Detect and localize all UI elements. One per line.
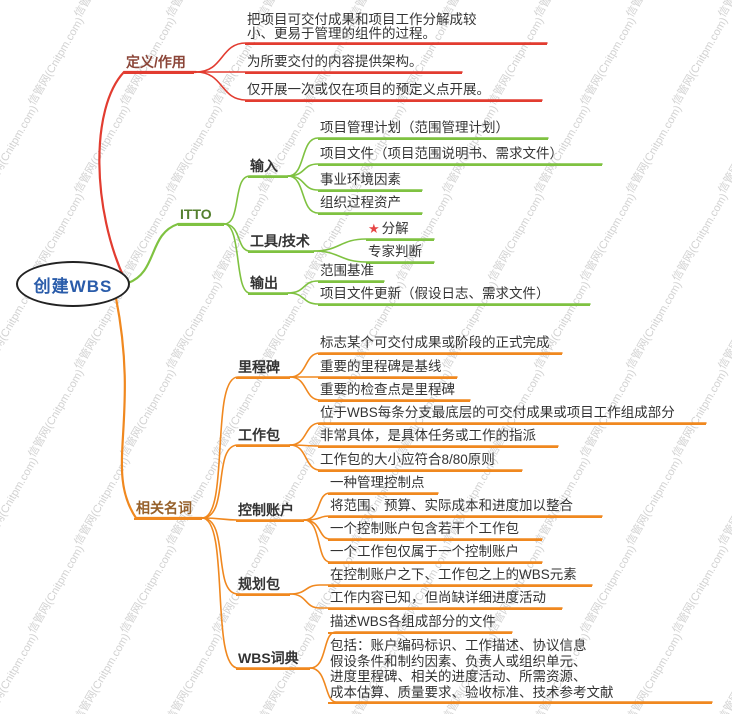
branch-definition[interactable]: 定义/作用 bbox=[124, 54, 194, 74]
term-control-account[interactable]: 控制账户 bbox=[236, 502, 304, 522]
output-item-0[interactable]: 范围基准 bbox=[318, 263, 384, 283]
term-work-package[interactable]: 工作包 bbox=[236, 427, 290, 447]
branch-itto-input[interactable]: 输入 bbox=[248, 158, 288, 178]
input-item-2[interactable]: 事业环境因素 bbox=[318, 172, 422, 192]
definition-item-1[interactable]: 为所要交付的内容提供架构。 bbox=[245, 54, 462, 74]
branch-itto-output[interactable]: 输出 bbox=[248, 275, 288, 295]
green-branch-lines bbox=[126, 137, 603, 305]
input-item-3[interactable]: 组织过程资产 bbox=[318, 195, 422, 215]
term-wbs-dictionary[interactable]: WBS词典 bbox=[236, 650, 310, 670]
wbs-dictionary-item-0[interactable]: 描述WBS各组成部分的文件 bbox=[328, 614, 512, 634]
input-item-1[interactable]: 项目文件（项目范围说明书、需求文件） bbox=[318, 146, 602, 166]
root-label: 创建WBS bbox=[33, 276, 113, 296]
input-item-0[interactable]: 项目管理计划（范围管理计划） bbox=[318, 120, 548, 140]
milestone-item-2[interactable]: 重要的检查点是里程碑 bbox=[318, 382, 470, 402]
planning-package-item-1[interactable]: 工作内容已知，但尚缺详细进度活动 bbox=[328, 590, 562, 610]
milestone-item-0[interactable]: 标志某个可交付成果或阶段的正式完成 bbox=[318, 335, 562, 355]
definition-item-0[interactable]: 把项目可交付成果和项目工作分解成较 小、更易于管理的组件的过程。 bbox=[245, 13, 547, 45]
branch-itto[interactable]: ITTO bbox=[178, 206, 224, 226]
control-account-item-1[interactable]: 将范围、预算、实际成本和进度加以整合 bbox=[328, 498, 602, 518]
control-account-item-2[interactable]: 一个控制账户包含若干个工作包 bbox=[328, 521, 542, 541]
tool-item-text: 分解 bbox=[381, 221, 409, 236]
branch-terms[interactable]: 相关名词 bbox=[134, 500, 202, 520]
control-account-item-0[interactable]: 一种管理控制点 bbox=[328, 475, 438, 495]
definition-item-2[interactable]: 仅开展一次或仅在项目的预定义点开展。 bbox=[245, 82, 542, 102]
branch-itto-tools[interactable]: 工具/技术 bbox=[248, 233, 314, 253]
tool-item-expert-judgment[interactable]: 专家判断 bbox=[366, 244, 434, 264]
work-package-item-1[interactable]: 非常具体，是具体任务或工作的指派 bbox=[318, 428, 558, 448]
planning-package-item-0[interactable]: 在控制账户之下、工作包之上的WBS元素 bbox=[328, 567, 592, 587]
work-package-item-2[interactable]: 工作包的大小应符合8/80原则 bbox=[318, 452, 522, 472]
tool-item-decomposition[interactable]: ★分解 bbox=[366, 221, 434, 241]
star-icon: ★ bbox=[368, 221, 380, 236]
root-node[interactable]: 创建WBS bbox=[16, 261, 130, 307]
red-branch-lines bbox=[98, 42, 548, 282]
term-milestone[interactable]: 里程碑 bbox=[236, 359, 290, 379]
output-item-1[interactable]: 项目文件更新（假设日志、需求文件） bbox=[318, 286, 590, 306]
control-account-item-3[interactable]: 一个工作包仅属于一个控制账户 bbox=[328, 544, 542, 564]
work-package-item-0[interactable]: 位于WBS每条分支最底层的可交付成果或项目工作组成部分 bbox=[318, 405, 706, 425]
term-planning-package[interactable]: 规划包 bbox=[236, 576, 290, 596]
wbs-dictionary-item-1[interactable]: 包括：账户编码标识、工作描述、协议信息 假设条件和制约因素、负责人或组织单元、 … bbox=[328, 638, 712, 704]
milestone-item-1[interactable]: 重要的里程碑是基线 bbox=[318, 359, 457, 379]
